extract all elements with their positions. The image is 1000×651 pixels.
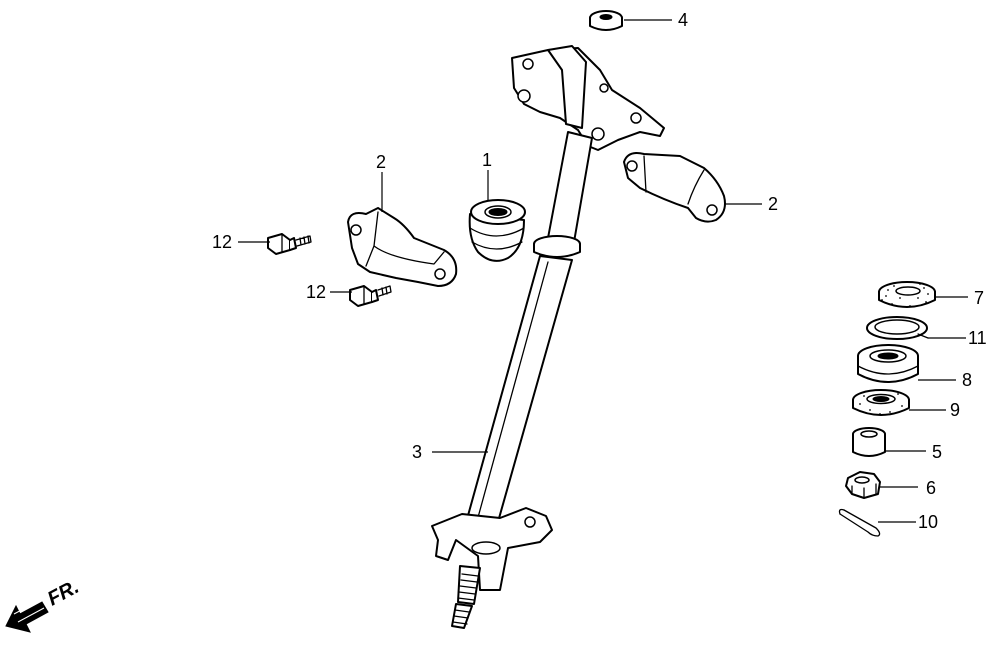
callout-6: 6	[926, 478, 936, 498]
leader-lines	[238, 19, 968, 523]
part-2-left-clamp	[347, 207, 458, 287]
callout-12-upper: 12	[212, 232, 232, 252]
part-12-bolt-lower	[349, 285, 392, 307]
callout-10: 10	[918, 512, 938, 532]
callout-4: 4	[678, 10, 688, 30]
part-8-bearing	[857, 344, 919, 383]
callout-9: 9	[950, 400, 960, 420]
part-1-boot	[468, 199, 526, 262]
direction-label: FR.	[44, 576, 83, 611]
part-4-grommet	[589, 10, 623, 31]
part-12-bolt-upper	[267, 233, 312, 255]
part-7-dust-seal	[878, 281, 936, 308]
callout-11: 11	[968, 328, 987, 348]
front-direction-arrow: FR.	[5, 576, 83, 633]
part-2-right-clamp	[623, 152, 726, 223]
part-6-nut	[845, 471, 881, 499]
callout-12-lower: 12	[306, 282, 326, 302]
callout-2-right: 2	[768, 194, 778, 214]
callout-1: 1	[482, 150, 492, 170]
callout-numbers: 4 1 2 2 12 12 3 7 11 8 9 5 6 10	[212, 10, 987, 532]
callout-7: 7	[974, 288, 984, 308]
part-5-collar	[852, 427, 886, 457]
part-10-cotter-pin	[838, 508, 881, 537]
callout-3: 3	[412, 442, 422, 462]
part-11-circlip	[866, 316, 929, 340]
callout-2-left: 2	[376, 152, 386, 172]
callout-8: 8	[962, 370, 972, 390]
part-9-seal	[852, 389, 910, 416]
steering-shaft	[431, 45, 665, 629]
callout-5: 5	[932, 442, 942, 462]
